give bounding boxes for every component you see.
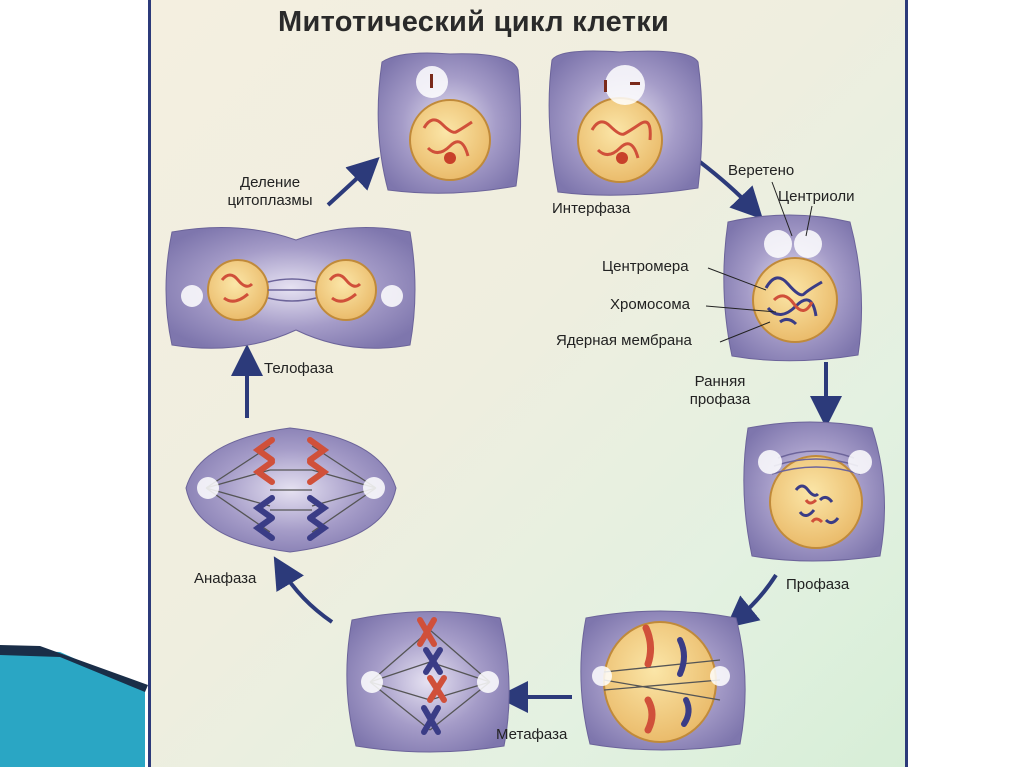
label-early-prophase-line1: Ранняя [694,373,746,390]
label-early-prophase-line2: профаза [689,391,751,408]
label-early-prophase: Ранняя профаза [680,373,760,409]
label-anaphase: Анафаза [194,570,257,587]
callout-lines [705,181,813,343]
label-chromosome: Хромосома [610,296,691,313]
arrow-telophase-to-interphase [326,157,380,207]
label-prophase: Профаза [786,576,850,593]
label-centromere: Центромера [602,258,689,275]
anaphase-cell [185,427,397,553]
prometaphase-cell [580,610,746,751]
diagram-title: Митотический цикл клетки [278,6,670,38]
prophase-cell [743,421,885,562]
metaphase-cell [346,610,510,753]
label-cytokinesis: Деление цитоплазмы [218,174,322,210]
label-telophase: Телофаза [264,360,334,377]
label-cytokinesis-line2: цитоплазмы [227,192,313,209]
label-metaphase: Метафаза [496,726,568,743]
cycle-arrows [231,157,842,713]
decor-dark-wave [0,645,148,692]
figure-panel [148,0,908,767]
arrow-prophase-to-metaphase [725,573,778,629]
arrow-metaphase-to-anaphase-2 [273,556,334,624]
telophase-cell [165,227,416,349]
label-cytokinesis-line1: Деление [239,174,301,191]
daughter-cell [377,52,522,194]
decor-teal-wave [0,650,145,767]
interphase-cell [548,50,703,196]
early-prophase-cell [723,214,863,362]
label-centrioles: Центриоли [778,188,855,205]
label-nuclear-membrane: Ядерная мембрана [556,332,692,349]
label-interphase: Интерфаза [552,200,631,217]
label-spindle: Веретено [728,162,795,179]
arrow-interphase-to-early-prophase [698,160,764,220]
